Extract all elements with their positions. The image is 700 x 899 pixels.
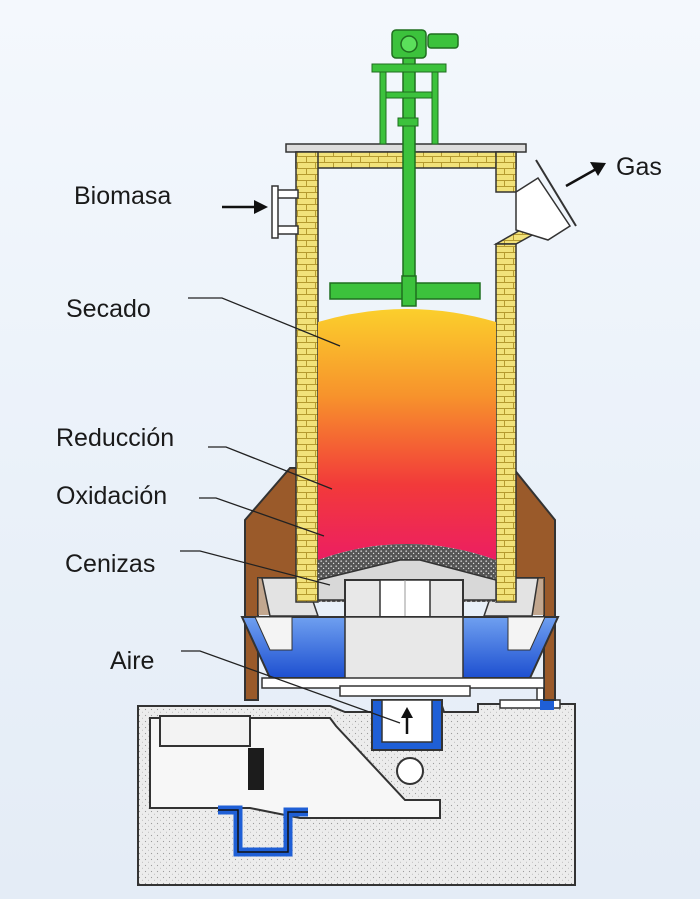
- leader-lines: [180, 297, 401, 724]
- arrow-up-icon: [401, 707, 413, 734]
- water-bowl: [240, 616, 560, 697]
- label-air: Aire: [110, 647, 154, 675]
- label-drying: Secado: [66, 295, 151, 323]
- reaction-zones: [318, 309, 496, 602]
- label-gas: Gas: [616, 153, 662, 181]
- label-reduction: Reducción: [56, 424, 174, 452]
- outer-jacket: [244, 467, 556, 701]
- label-ash: Cenizas: [65, 550, 155, 578]
- label-biomass: Biomasa: [74, 182, 171, 210]
- gas-arrow-icon: [565, 162, 606, 188]
- foundation: [137, 685, 576, 886]
- label-oxidation: Oxidación: [56, 482, 167, 510]
- stirrer-motor-icon: [329, 29, 481, 307]
- arrow-right-icon: [222, 200, 268, 214]
